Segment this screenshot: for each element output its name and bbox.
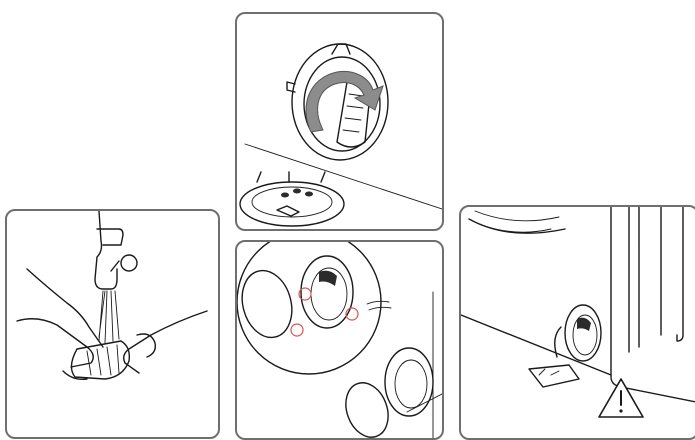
removed-cap-hole — [281, 193, 289, 198]
lower-filter-inner — [395, 360, 427, 408]
removed-cap-tabs — [257, 172, 325, 182]
filter-location-illustration — [461, 207, 695, 440]
panel-rinse-filter — [5, 209, 220, 439]
machine-edge — [407, 292, 444, 440]
panel-filter-location — [459, 205, 695, 440]
filter-opening — [301, 256, 353, 328]
right-hand — [124, 311, 207, 373]
faucet-valve — [121, 255, 137, 271]
rotate-arrow-icon — [306, 71, 383, 132]
faucet-pipe — [111, 261, 119, 271]
floor-cover — [529, 365, 579, 387]
lower-filter-opening — [385, 348, 433, 416]
flap-cover — [237, 265, 299, 343]
water-stream — [99, 291, 119, 343]
filter-cap-tab — [332, 44, 350, 54]
rinse-illustration — [7, 211, 220, 439]
filter-ribs — [87, 345, 119, 375]
panel-open-flap — [235, 240, 444, 440]
removed-cap-hole — [305, 192, 313, 197]
drain-filter-knob — [577, 318, 591, 331]
removed-cap-inner — [252, 187, 332, 217]
motion-lines — [367, 301, 391, 310]
machine-handle — [677, 207, 683, 341]
faucet-body — [95, 211, 117, 289]
left-hand-upper — [27, 269, 103, 347]
machine-side-lines — [629, 207, 661, 352]
open-flap-illustration — [237, 242, 444, 440]
drain-filter-opening — [565, 305, 601, 361]
floor-cover-detail — [539, 369, 559, 375]
removed-cap-clip — [277, 206, 299, 216]
panel-remove-filter — [235, 12, 444, 231]
warning-exclamation-dot — [619, 409, 622, 412]
removed-cap — [240, 182, 344, 226]
magnifier-circle — [237, 242, 381, 374]
drum-arc-inner — [475, 211, 559, 232]
removed-cap-hole — [293, 189, 301, 194]
filter-knob — [319, 271, 337, 286]
drain-hose — [555, 327, 561, 357]
filter-rotate-illustration — [237, 14, 444, 231]
lower-flap-cover — [339, 377, 396, 440]
hinge-highlight — [291, 324, 303, 336]
left-hand-lower — [17, 319, 93, 367]
